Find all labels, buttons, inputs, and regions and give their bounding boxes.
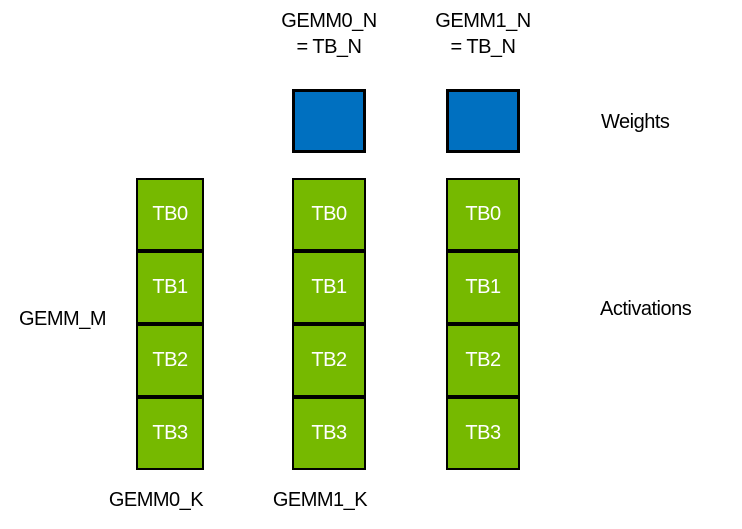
gemm1-n-line2: = TB_N <box>450 36 517 58</box>
gemm-m-label: GEMM_M <box>19 308 107 330</box>
tb-block: TB2 <box>136 324 204 397</box>
tb-block: TB1 <box>292 251 366 324</box>
gemm0-k-label: GEMM0_K <box>108 489 204 511</box>
tb-column-1: TB0 TB1 TB2 TB3 <box>136 178 204 470</box>
weights-label: Weights <box>601 111 670 133</box>
gemm1-n-line1: GEMM1_N <box>435 10 531 32</box>
tb-column-3: TB0 TB1 TB2 TB3 <box>446 178 520 470</box>
tb-block: TB0 <box>446 178 520 251</box>
gemm0-n-line2: = TB_N <box>296 36 363 58</box>
weights-box-gemm1 <box>446 89 520 153</box>
activations-label: Activations <box>600 298 692 320</box>
tb-block: TB3 <box>446 397 520 470</box>
tb-block: TB0 <box>136 178 204 251</box>
gemm1-k-label: GEMM1_K <box>272 489 368 511</box>
tb-column-2: TB0 TB1 TB2 TB3 <box>292 178 366 470</box>
tb-block: TB3 <box>292 397 366 470</box>
tb-block: TB2 <box>446 324 520 397</box>
tb-block: TB3 <box>136 397 204 470</box>
tb-block: TB2 <box>292 324 366 397</box>
gemm0-n-line1: GEMM0_N <box>281 10 377 32</box>
gemm1-n-header-label: GEMM1_N = TB_N <box>393 8 573 60</box>
gemm0-n-header-label: GEMM0_N = TB_N <box>239 8 419 60</box>
tb-block: TB1 <box>136 251 204 324</box>
tb-block: TB1 <box>446 251 520 324</box>
tb-block: TB0 <box>292 178 366 251</box>
weights-box-gemm0 <box>292 89 366 153</box>
